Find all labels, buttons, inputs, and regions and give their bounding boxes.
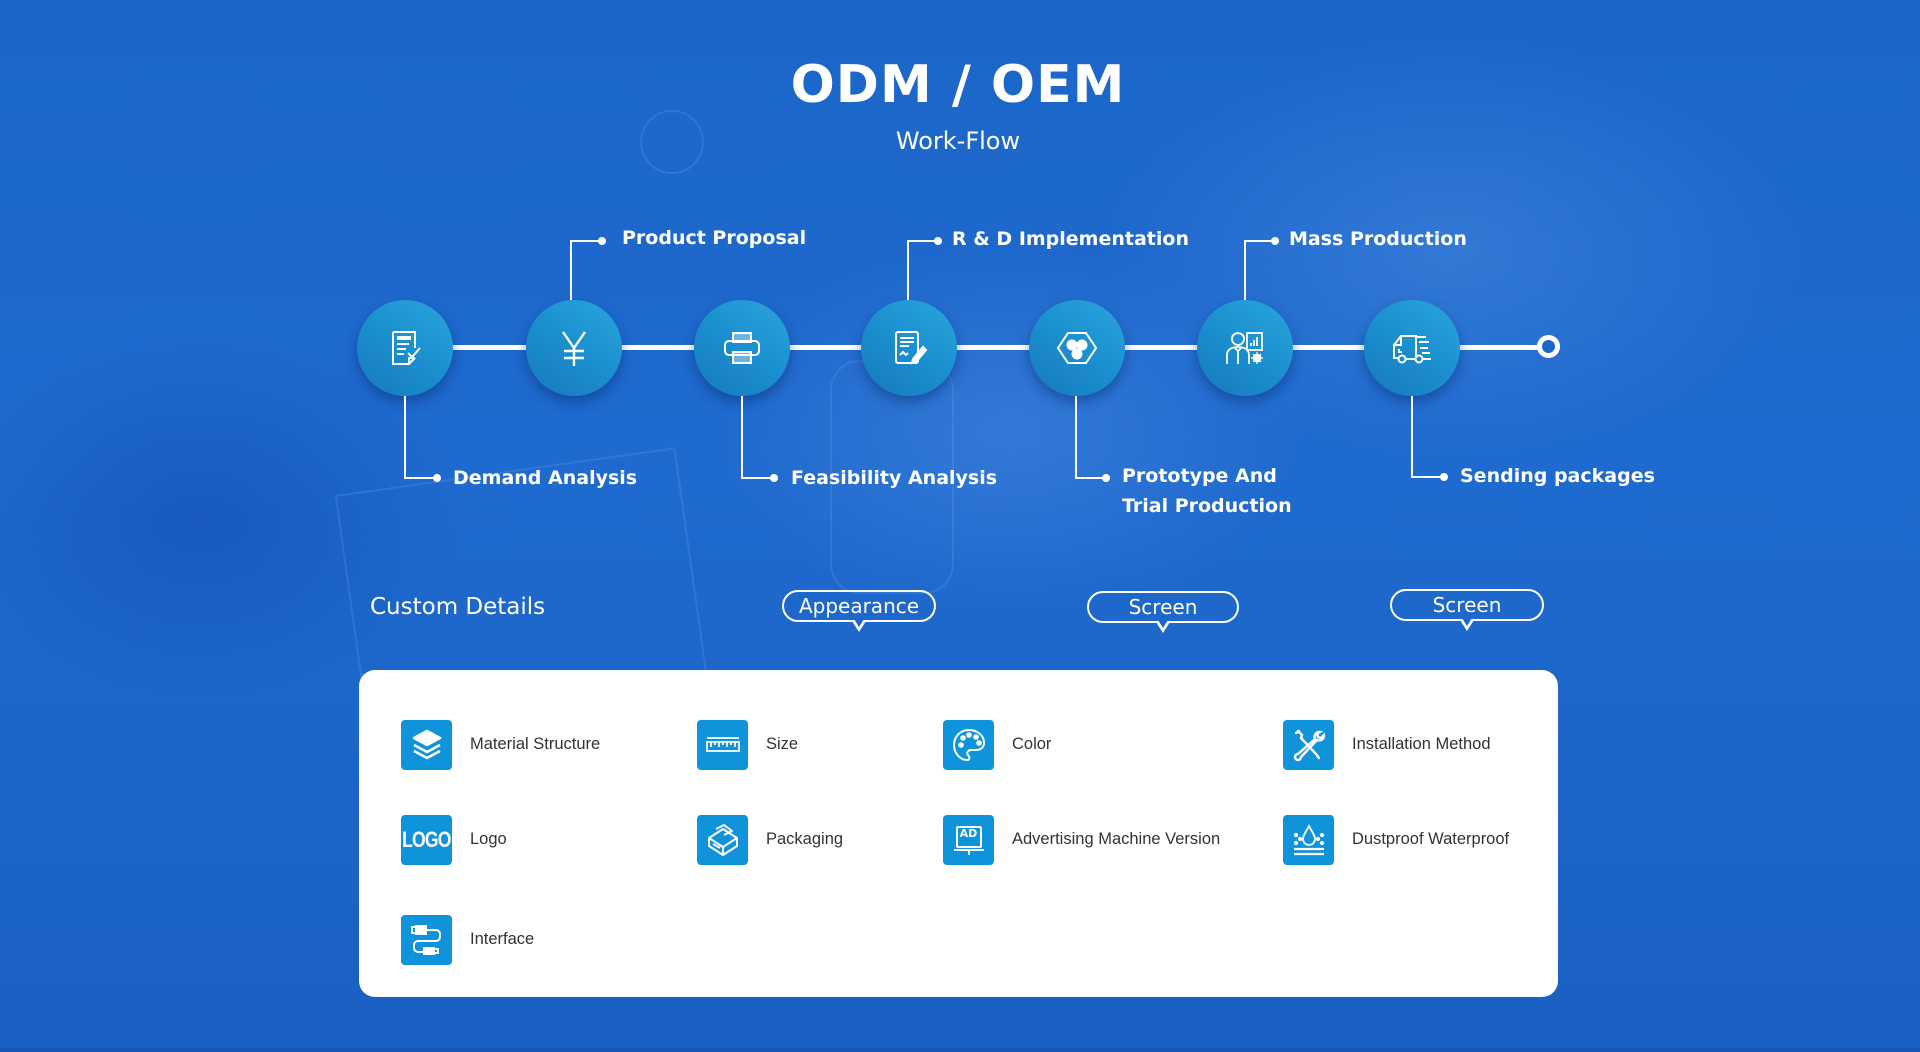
detail-item-installation-method: Installation Method xyxy=(1283,719,1491,770)
connector-dot xyxy=(934,237,942,245)
step-label-demand-analysis: Demand Analysis xyxy=(453,467,638,489)
hexagon-dots-icon xyxy=(1056,332,1098,364)
detail-item-label: Advertising Machine Version xyxy=(1012,830,1221,848)
step-circle-rd-implementation[interactable] xyxy=(861,300,957,396)
connector-line xyxy=(1244,240,1246,300)
connector-line xyxy=(1411,476,1443,478)
tag-label: Screen xyxy=(1128,595,1198,619)
connector-line xyxy=(741,477,773,479)
step-label-sending-packages: Sending packages xyxy=(1460,465,1655,487)
connector-line xyxy=(907,240,938,242)
box-icon xyxy=(697,814,748,865)
detail-item-label: Material Structure xyxy=(470,735,601,753)
connector-line xyxy=(570,240,572,300)
step-label-prototype-trial-production: Prototype And Trial Production xyxy=(1122,461,1292,521)
detail-item-dustproof-waterproof: Dustproof Waterproof xyxy=(1283,814,1509,865)
step-label-rd-implementation: R & D Implementation xyxy=(952,228,1189,250)
yen-icon xyxy=(562,331,586,366)
detail-item-color: Color xyxy=(943,719,1051,770)
step-circle-product-proposal[interactable] xyxy=(526,300,622,396)
detail-item-label: Color xyxy=(1012,735,1052,753)
connector-line xyxy=(1244,240,1275,242)
tools-icon xyxy=(1283,719,1334,770)
connector-dot xyxy=(1102,474,1110,482)
step-circle-mass-production[interactable] xyxy=(1197,300,1293,396)
water-drop-icon xyxy=(1283,814,1334,865)
connector-line xyxy=(1075,396,1077,478)
tag-screen: Screen xyxy=(1390,589,1544,631)
detail-item-interface: Interface xyxy=(401,914,534,965)
step-label-mass-production: Mass Production xyxy=(1289,228,1467,250)
detail-item-material-structure: Material Structure xyxy=(401,719,600,770)
background-decoration xyxy=(640,110,704,174)
custom-details-title: Custom Details xyxy=(370,594,546,620)
engineer-chart-icon xyxy=(1226,332,1263,364)
detail-item-advertising-machine-version: AD Advertising Machine Version xyxy=(943,814,1220,865)
connector-dot xyxy=(1440,473,1448,481)
step-circle-feasibility-analysis[interactable] xyxy=(694,300,790,396)
detail-item-label: Logo xyxy=(470,830,507,848)
bubble-tail xyxy=(1460,618,1474,631)
step-label-feasibility-analysis: Feasibility Analysis xyxy=(791,467,998,489)
detail-item-size: Size xyxy=(697,719,798,770)
timeline-end-marker xyxy=(1537,335,1560,358)
connector-line xyxy=(1075,477,1107,479)
connector-dot xyxy=(598,237,606,245)
step-label-line2: Trial Production xyxy=(1122,495,1292,517)
detail-item-packaging: Packaging xyxy=(697,814,843,865)
timeline-line xyxy=(405,345,1545,350)
detail-item-label: Size xyxy=(766,735,799,753)
connector-line xyxy=(404,477,436,479)
detail-item-label: Installation Method xyxy=(1352,735,1491,753)
bubble-tail xyxy=(852,619,866,632)
palette-icon xyxy=(943,719,994,770)
logo-text-icon: LOGO xyxy=(401,814,452,865)
page-title: ODM / OEM xyxy=(790,55,1126,115)
document-check-icon xyxy=(392,331,421,365)
detail-item-label: Interface xyxy=(470,930,535,948)
connector-line xyxy=(404,396,406,478)
ad-screen-icon: AD xyxy=(943,814,994,865)
tag-appearance: Appearance xyxy=(782,590,936,632)
layers-icon xyxy=(401,719,452,770)
page-subtitle: Work-Flow xyxy=(895,127,1021,155)
connector-line xyxy=(570,240,602,242)
bubble-tail xyxy=(1156,620,1170,633)
ruler-icon xyxy=(697,719,748,770)
connector-line xyxy=(1411,396,1413,477)
tag-label: Appearance xyxy=(798,594,920,618)
connector-dot xyxy=(1271,237,1279,245)
printer-icon xyxy=(724,332,760,364)
delivery-truck-icon xyxy=(1393,335,1431,364)
step-label-product-proposal: Product Proposal xyxy=(622,227,807,249)
tag-screen: Screen xyxy=(1087,591,1239,633)
detail-item-logo: LOGO Logo xyxy=(401,814,507,865)
logo-icon-text: LOGO xyxy=(402,826,451,852)
bottom-strip xyxy=(0,1048,1920,1052)
connector-line xyxy=(907,240,909,300)
ad-icon-text: AD xyxy=(959,826,978,840)
detail-item-label: Packaging xyxy=(766,830,844,848)
connector-dot xyxy=(770,474,778,482)
step-label-line1: Prototype And xyxy=(1122,465,1277,487)
detail-item-label: Dustproof Waterproof xyxy=(1352,830,1510,848)
step-circle-sending-packages[interactable] xyxy=(1364,300,1460,396)
connector-line xyxy=(741,396,743,478)
connector-dot xyxy=(433,474,441,482)
contract-sign-icon xyxy=(895,331,928,365)
tag-label: Screen xyxy=(1432,593,1502,617)
usb-cable-icon xyxy=(401,914,452,965)
step-circle-prototype-trial-production[interactable] xyxy=(1029,300,1125,396)
step-circle-demand-analysis[interactable] xyxy=(357,300,453,396)
